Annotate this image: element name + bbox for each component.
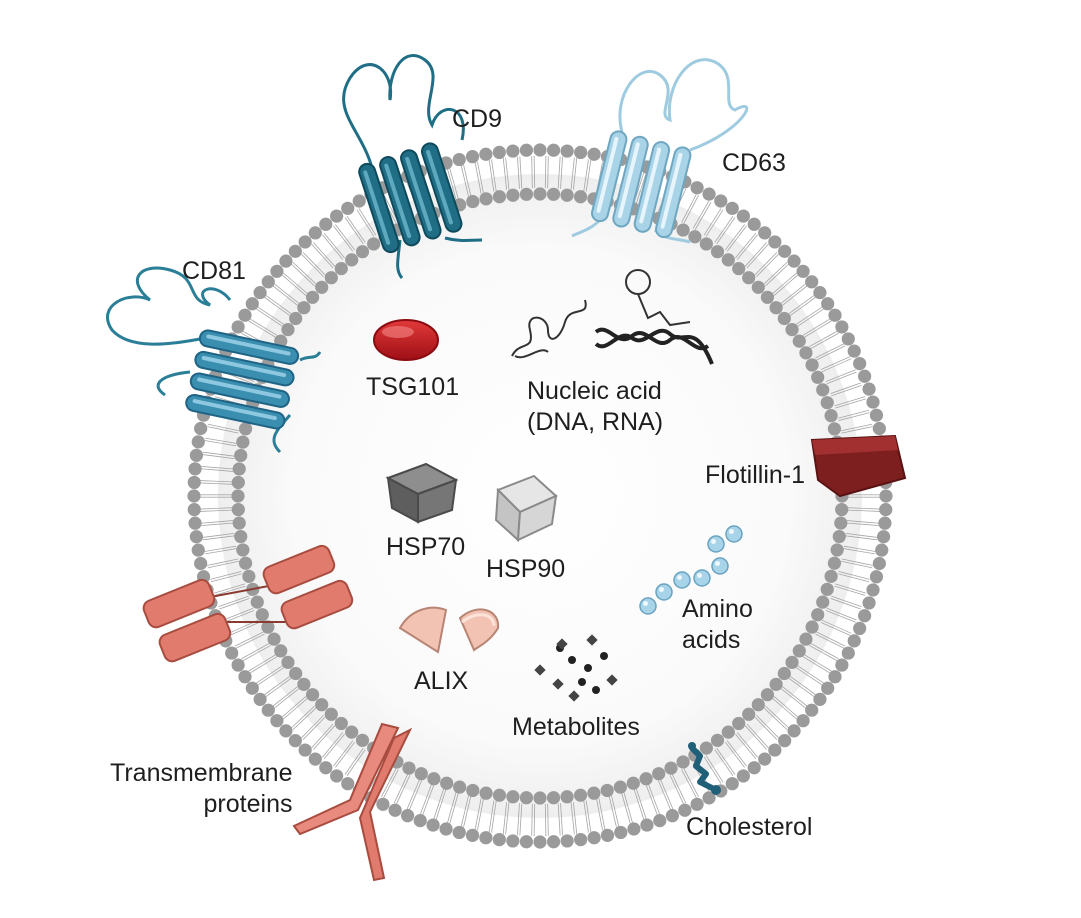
label-metabolites: Metabolites bbox=[512, 713, 640, 741]
metabolite-dots-icon bbox=[534, 634, 618, 702]
label-transmembrane-proteins: Transmembrane proteins bbox=[110, 759, 293, 819]
label-cd63: CD63 bbox=[722, 149, 786, 177]
y-transmembrane-protein-icon bbox=[292, 722, 413, 882]
label-nucleic-acid: Nucleic acid (DNA, RNA) bbox=[527, 377, 664, 437]
dna-rna-icon bbox=[511, 269, 714, 365]
hsp90-cube-icon bbox=[494, 474, 558, 543]
cd63-tetraspanin-icon bbox=[571, 58, 749, 244]
tsg101-ellipse-icon bbox=[373, 319, 439, 361]
cd81-tetraspanin-icon bbox=[106, 266, 322, 454]
amino-acid-chain-icon bbox=[639, 525, 743, 615]
label-alix: ALIX bbox=[414, 667, 469, 695]
label-cd9: CD9 bbox=[452, 105, 503, 133]
label-hsp90: HSP90 bbox=[486, 555, 566, 583]
label-amino-acids: Amino acids bbox=[682, 595, 753, 655]
cholesterol-icon bbox=[688, 742, 721, 795]
hsp70-cube-icon bbox=[385, 462, 459, 524]
label-cholesterol: Cholesterol bbox=[686, 813, 813, 841]
alix-wedge-icon bbox=[398, 606, 500, 654]
cd9-tetraspanin-icon bbox=[342, 54, 483, 279]
lipid-bilayer-icon bbox=[187, 143, 893, 849]
label-flotillin: Flotillin-1 bbox=[705, 461, 806, 489]
flotillin-icon bbox=[810, 434, 907, 498]
transmembrane-protein-pairs-icon bbox=[142, 544, 354, 663]
label-cd81: CD81 bbox=[182, 257, 246, 285]
label-hsp70: HSP70 bbox=[386, 533, 466, 561]
label-tsg101: TSG101 bbox=[366, 373, 460, 401]
